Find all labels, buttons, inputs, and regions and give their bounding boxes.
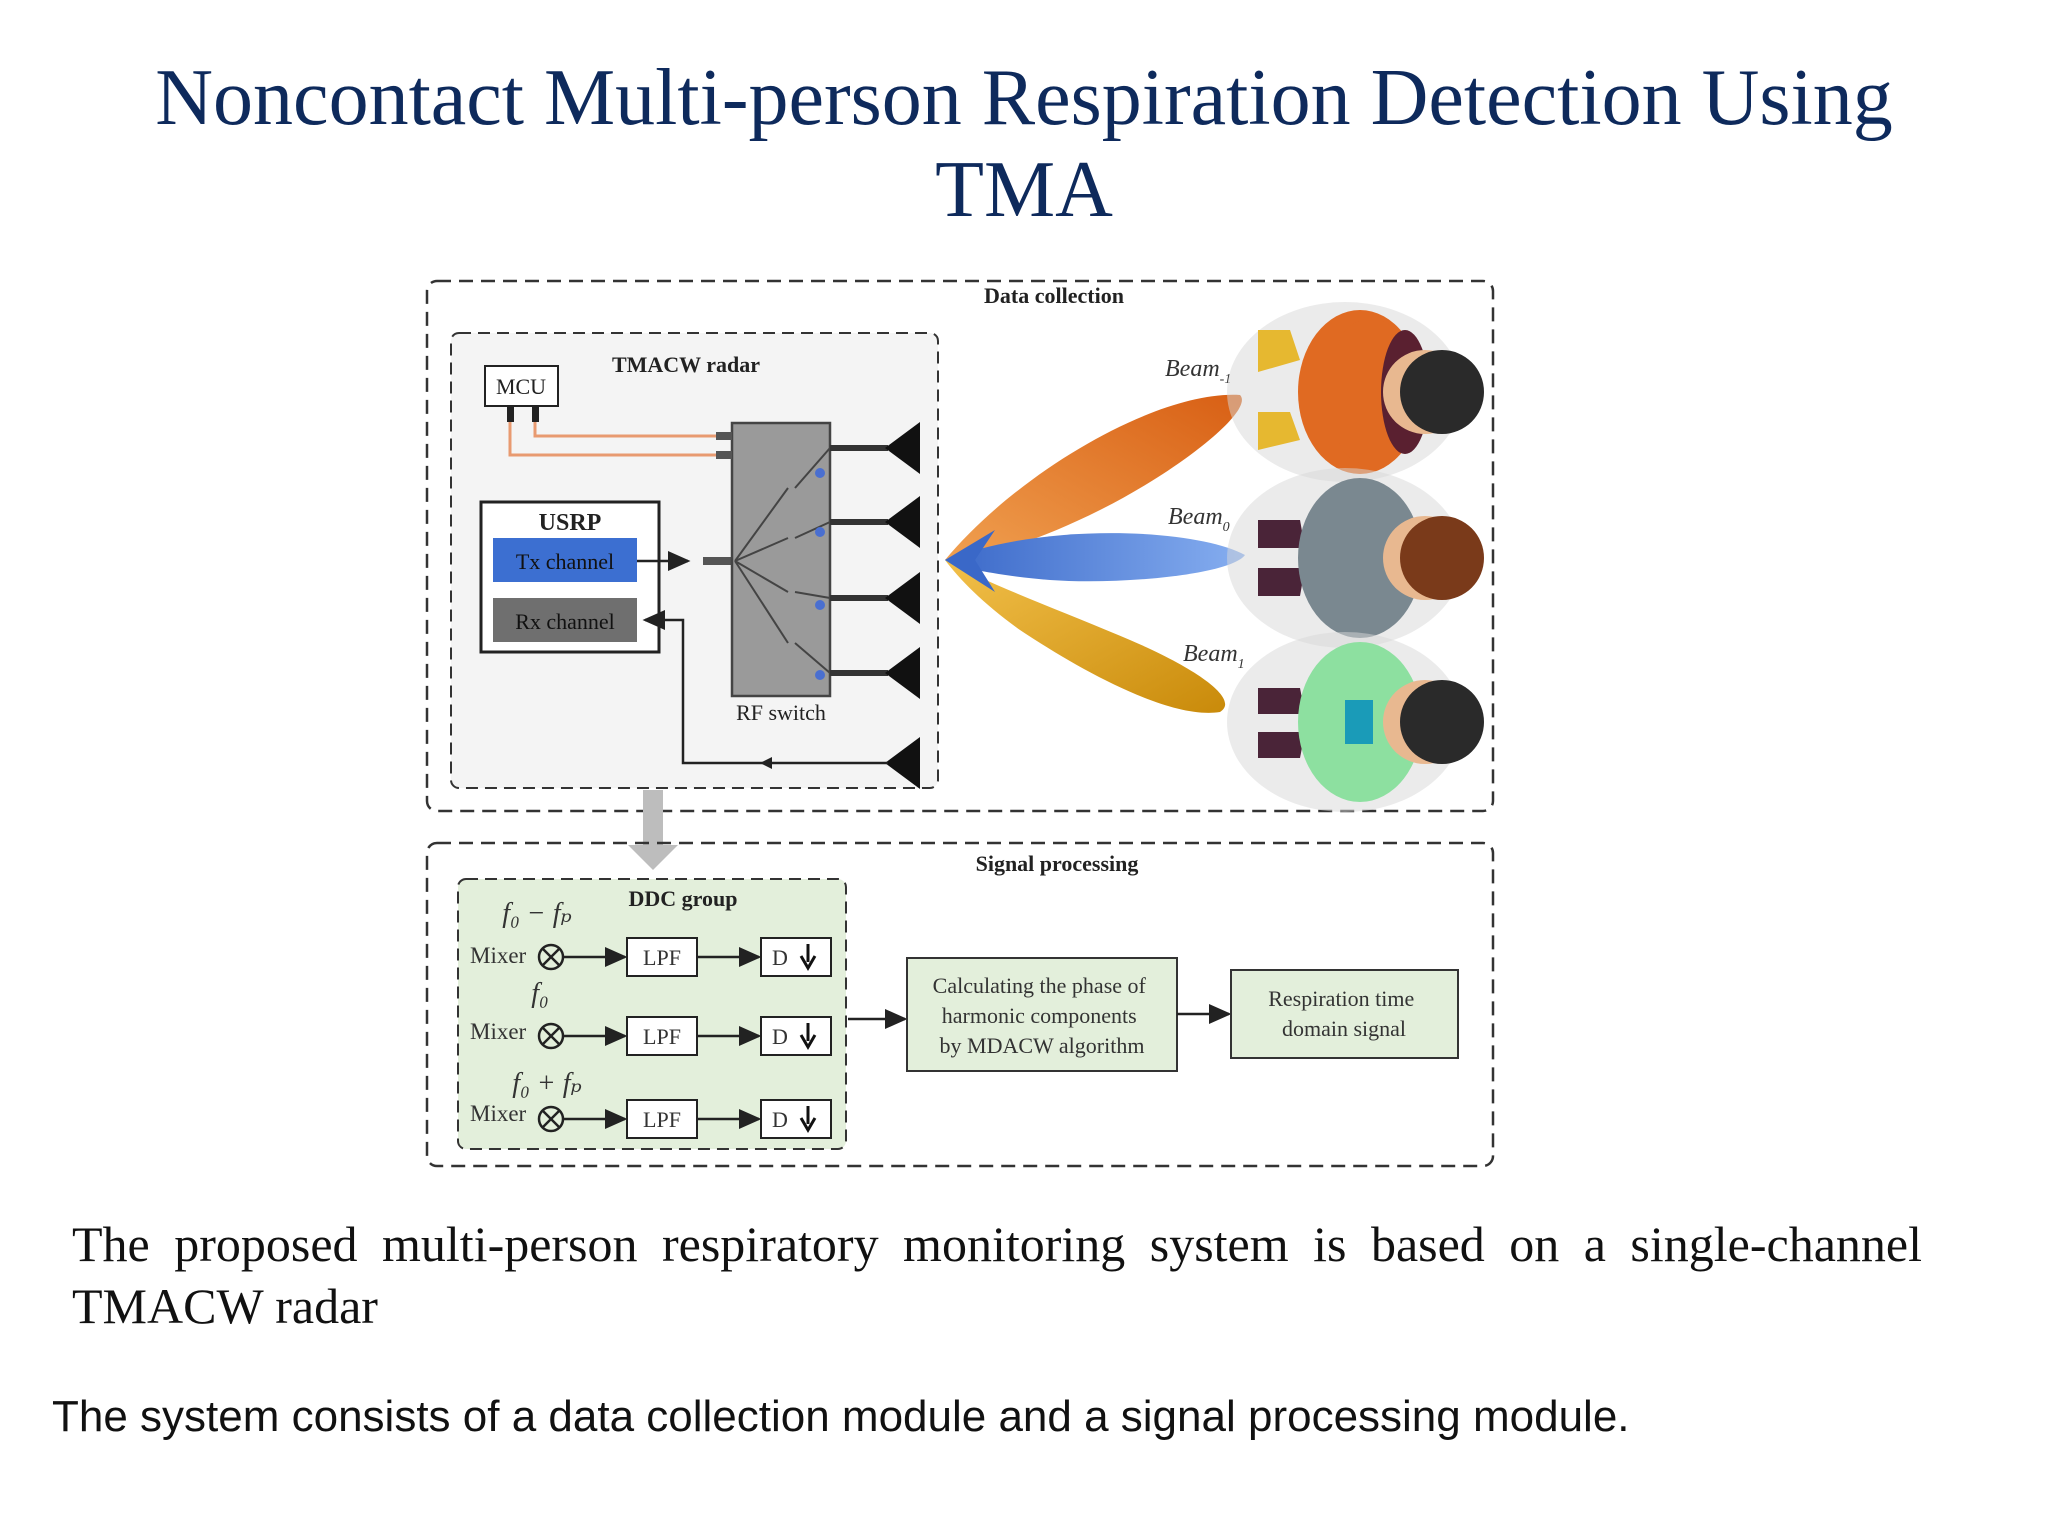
usrp-label: USRP bbox=[539, 510, 602, 536]
beam-label-0: Beam0 bbox=[1168, 504, 1230, 535]
lpf-label-2: LPF bbox=[643, 1024, 681, 1049]
freq-label-2: f₀ bbox=[531, 978, 549, 1009]
switch-port-1 bbox=[716, 432, 732, 440]
caption-system-basis: The proposed multi-person respiratory mo… bbox=[72, 1216, 1922, 1334]
mixer-label-2: Mixer bbox=[470, 1019, 527, 1044]
tx-channel-label: Tx channel bbox=[516, 549, 614, 574]
radar-label: TMACW radar bbox=[612, 352, 760, 377]
caption-system-modules: The system consists of a data collection… bbox=[52, 1392, 1630, 1441]
lpf-label-3: LPF bbox=[643, 1107, 681, 1132]
freq-label-3: f₀ + fₚ bbox=[512, 1068, 581, 1099]
downsample-box-2 bbox=[760, 1016, 832, 1056]
beam-label-minus-1-name: Beam bbox=[1165, 356, 1220, 382]
down-arrow-icon-1 bbox=[799, 944, 817, 971]
switch-internal-lines bbox=[734, 447, 831, 674]
person-3-icon bbox=[1227, 632, 1484, 812]
lpf-box-2 bbox=[626, 1016, 698, 1056]
rf-switch-label: RF switch bbox=[736, 700, 826, 725]
flow-down-arrow bbox=[628, 790, 678, 870]
person-1-icon bbox=[1227, 302, 1484, 482]
downsample-label-3: D bbox=[772, 1107, 788, 1132]
ddc-group-label: DDC group bbox=[628, 886, 737, 911]
signal-processing-frame bbox=[425, 841, 1495, 1168]
downsample-label-2: D bbox=[772, 1024, 788, 1049]
phase-calc-line-3: by MDACW algorithm bbox=[940, 1033, 1145, 1058]
beam-label-minus-1: Beam-1 bbox=[1165, 356, 1231, 387]
signal-processing-label: Signal processing bbox=[976, 851, 1139, 876]
data-collection-label: Data collection bbox=[984, 283, 1124, 308]
mcu-wire-2 bbox=[533, 422, 723, 438]
switch-port-2 bbox=[716, 451, 732, 459]
tx-channel-box bbox=[493, 538, 637, 582]
respiration-output-text: Respiration time domain signal bbox=[1268, 986, 1420, 1041]
phase-calc-line-1: Calculating the phase of bbox=[933, 973, 1147, 998]
mcu-box bbox=[484, 365, 559, 407]
mixer-label-3: Mixer bbox=[470, 1101, 527, 1126]
beam-label-1-name: Beam bbox=[1183, 641, 1238, 667]
rx-path-arrowhead bbox=[760, 757, 772, 769]
phase-calc-line-2: harmonic components bbox=[942, 1003, 1137, 1028]
beam-label-0-name: Beam bbox=[1168, 504, 1223, 530]
antenna-array bbox=[885, 422, 920, 789]
switch-contacts bbox=[815, 468, 825, 680]
slide-title: Noncontact Multi-person Respiration Dete… bbox=[0, 52, 2048, 236]
beam-minus-1 bbox=[945, 394, 1242, 560]
downsample-box-3 bbox=[760, 1099, 832, 1139]
rx-return-path bbox=[642, 610, 888, 765]
down-arrow-icon-3 bbox=[799, 1106, 817, 1133]
down-arrow-icon-2 bbox=[799, 1023, 817, 1050]
mcu-pin-1 bbox=[507, 406, 514, 422]
beam-label-1: Beam1 bbox=[1183, 641, 1245, 672]
respiration-output-line-2: domain signal bbox=[1282, 1016, 1406, 1041]
beam-label-1-sub: 1 bbox=[1238, 657, 1245, 672]
phase-calc-box bbox=[906, 957, 1178, 1072]
title-line-2: TMA bbox=[935, 146, 1113, 234]
mixer-label-1: Mixer bbox=[470, 943, 527, 968]
mcu-pin-2 bbox=[532, 406, 539, 422]
lpf-box-3 bbox=[626, 1099, 698, 1139]
lpf-label-1: LPF bbox=[643, 945, 681, 970]
rf-switch-box bbox=[730, 421, 832, 698]
phase-calc-text: Calculating the phase of harmonic compon… bbox=[933, 973, 1152, 1058]
respiration-output-line-1: Respiration time bbox=[1268, 986, 1414, 1011]
beam-1 bbox=[945, 560, 1226, 713]
downsample-box-1 bbox=[760, 937, 832, 977]
beam-label-0-sub: 0 bbox=[1223, 520, 1230, 535]
downsample-label-1: D bbox=[772, 945, 788, 970]
beam-label-minus-1-sub: -1 bbox=[1220, 372, 1232, 387]
lpf-box-1 bbox=[626, 937, 698, 977]
freq-label-1: f₀ − fₚ bbox=[502, 898, 571, 929]
title-line-1: Noncontact Multi-person Respiration Dete… bbox=[155, 54, 1893, 142]
respiration-output-box bbox=[1230, 969, 1459, 1059]
mcu-wire-1 bbox=[508, 422, 723, 457]
beam-0 bbox=[945, 533, 1245, 582]
rx-channel-label: Rx channel bbox=[515, 609, 615, 634]
switch-input-port bbox=[703, 557, 733, 565]
rx-channel-box bbox=[493, 598, 637, 642]
beam-origin-wedge bbox=[945, 530, 995, 592]
person-2-icon bbox=[1227, 468, 1484, 648]
antenna-leads bbox=[830, 445, 888, 676]
mcu-label: MCU bbox=[496, 374, 546, 399]
